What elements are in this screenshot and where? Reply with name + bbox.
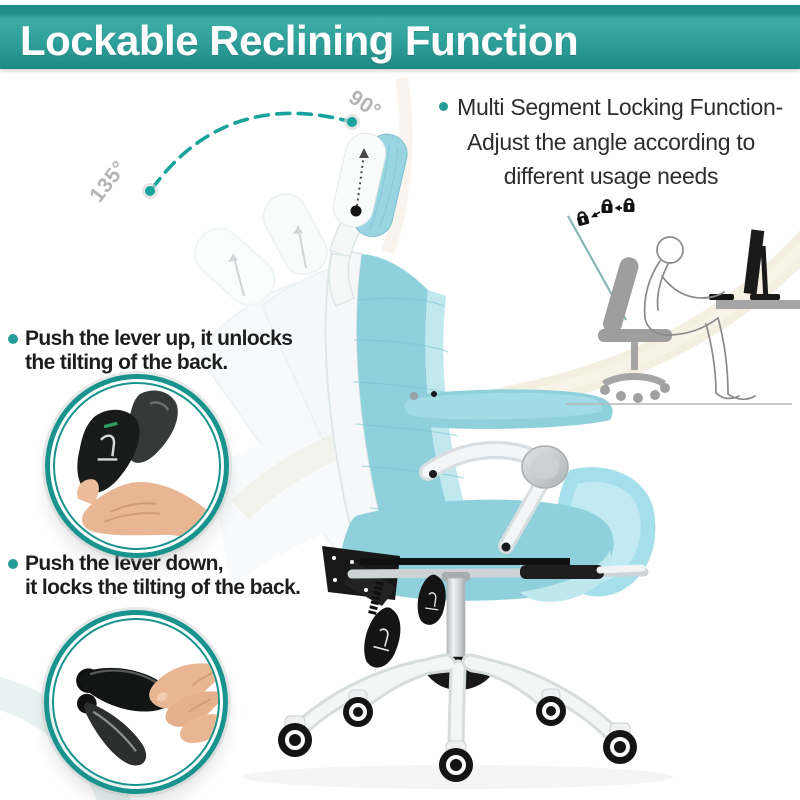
- monitor: [743, 229, 780, 301]
- teal-dot-icon: [8, 334, 18, 344]
- lever-photo: [76, 667, 173, 766]
- desk: [716, 300, 800, 309]
- teal-dot-icon: [439, 102, 449, 111]
- office-chair-photo: [243, 132, 673, 789]
- lever-up-photo-inset: [45, 374, 229, 558]
- instruction-unlock-line1: Push the lever up, it unlocks: [25, 327, 293, 350]
- lever-photo: [77, 390, 178, 494]
- feature-note-line3: different usage needs: [503, 163, 719, 189]
- left-arrow-icon: [591, 205, 622, 218]
- ghost-headrest-arrows: [228, 225, 307, 297]
- teal-dot-icon: [8, 559, 18, 569]
- feature-note: Multi Segment Locking Function- Adjust t…: [424, 90, 798, 194]
- instruction-lock-line1: Push the lever down,: [25, 552, 224, 575]
- footrest-rod: [347, 564, 649, 579]
- hand-photo: [149, 663, 218, 743]
- title-banner: Lockable Reclining Function: [0, 5, 800, 69]
- office-chair-lineart: [598, 257, 672, 403]
- instruction-lock-line2: it locks the tilting of the back.: [25, 576, 301, 600]
- feature-note-line1: Multi Segment Locking Function-: [424, 90, 798, 125]
- padlock-icons: [577, 198, 635, 226]
- desk-and-monitor: [709, 229, 800, 309]
- instruction-lock: Push the lever down, it locks the tiltin…: [8, 552, 301, 601]
- page-title: Lockable Reclining Function: [20, 16, 579, 64]
- ergonomic-sitting-illustration: [566, 198, 800, 405]
- lever-down-photo: [76, 663, 218, 766]
- hand-photo: [77, 479, 219, 542]
- lever-down-photo-inset: [44, 610, 228, 794]
- padlock-icon: [623, 198, 635, 212]
- feature-note-line2: Adjust the angle according to: [467, 128, 755, 155]
- headrest-recline-arrow: [350, 148, 369, 217]
- pivot-dot-icon: [350, 205, 362, 217]
- tilt-lever-tags: [364, 574, 446, 668]
- instruction-unlock: Push the lever up, it unlocks the tiltin…: [8, 327, 293, 376]
- person-figure: [643, 236, 756, 400]
- padlock-icon: [577, 211, 590, 226]
- padlock-icon: [601, 199, 613, 213]
- chair-headrest: [328, 132, 408, 307]
- casters: [278, 688, 637, 782]
- lever-up-photo: [77, 390, 219, 542]
- instruction-unlock-line2: the tilting of the back.: [25, 351, 228, 375]
- chair-armrest: [397, 389, 613, 554]
- recline-dashed-arc: [142, 111, 360, 199]
